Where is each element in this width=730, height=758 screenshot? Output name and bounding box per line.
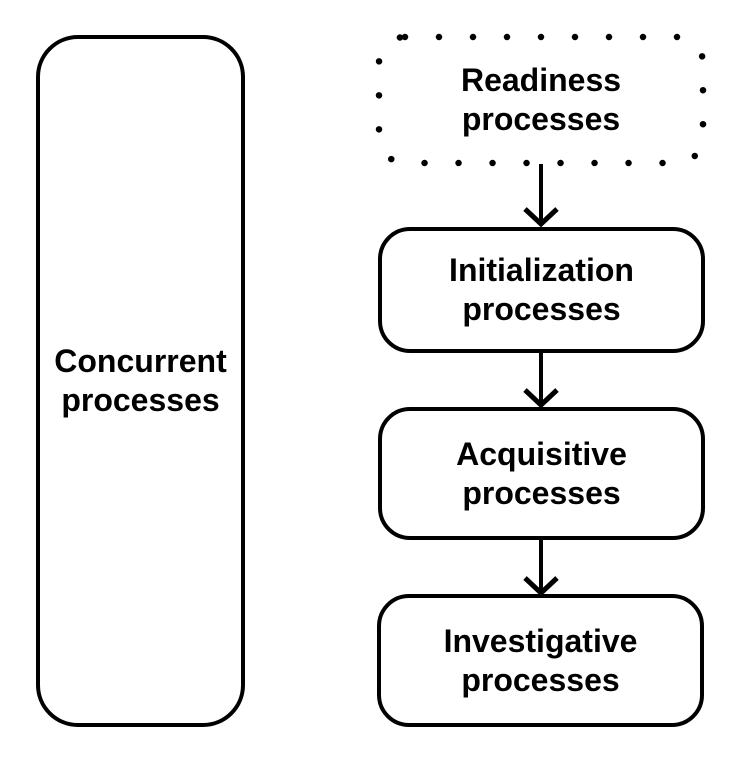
dotted-border-outline [375,33,707,167]
down-arrow [523,164,559,228]
readiness-processes-label: Readiness processes [460,62,622,137]
concurrent-processes-label: Concurrent processes [54,343,227,418]
readiness-processes-box: Readiness processes [375,33,707,167]
acquisitive-processes-box: Acquisitive processes [378,407,705,540]
investigative-processes-box: Investigative processes [377,594,704,727]
concurrent-processes-box: Concurrent processes [36,35,245,727]
down-arrow [523,352,559,407]
acquisitive-processes-label: Acquisitive processes [456,435,627,511]
investigative-processes-label: Investigative processes [443,622,638,698]
initialization-processes-box: Initialization processes [378,227,705,353]
down-arrow [523,539,559,595]
initialization-processes-label: Initialization processes [449,252,634,327]
